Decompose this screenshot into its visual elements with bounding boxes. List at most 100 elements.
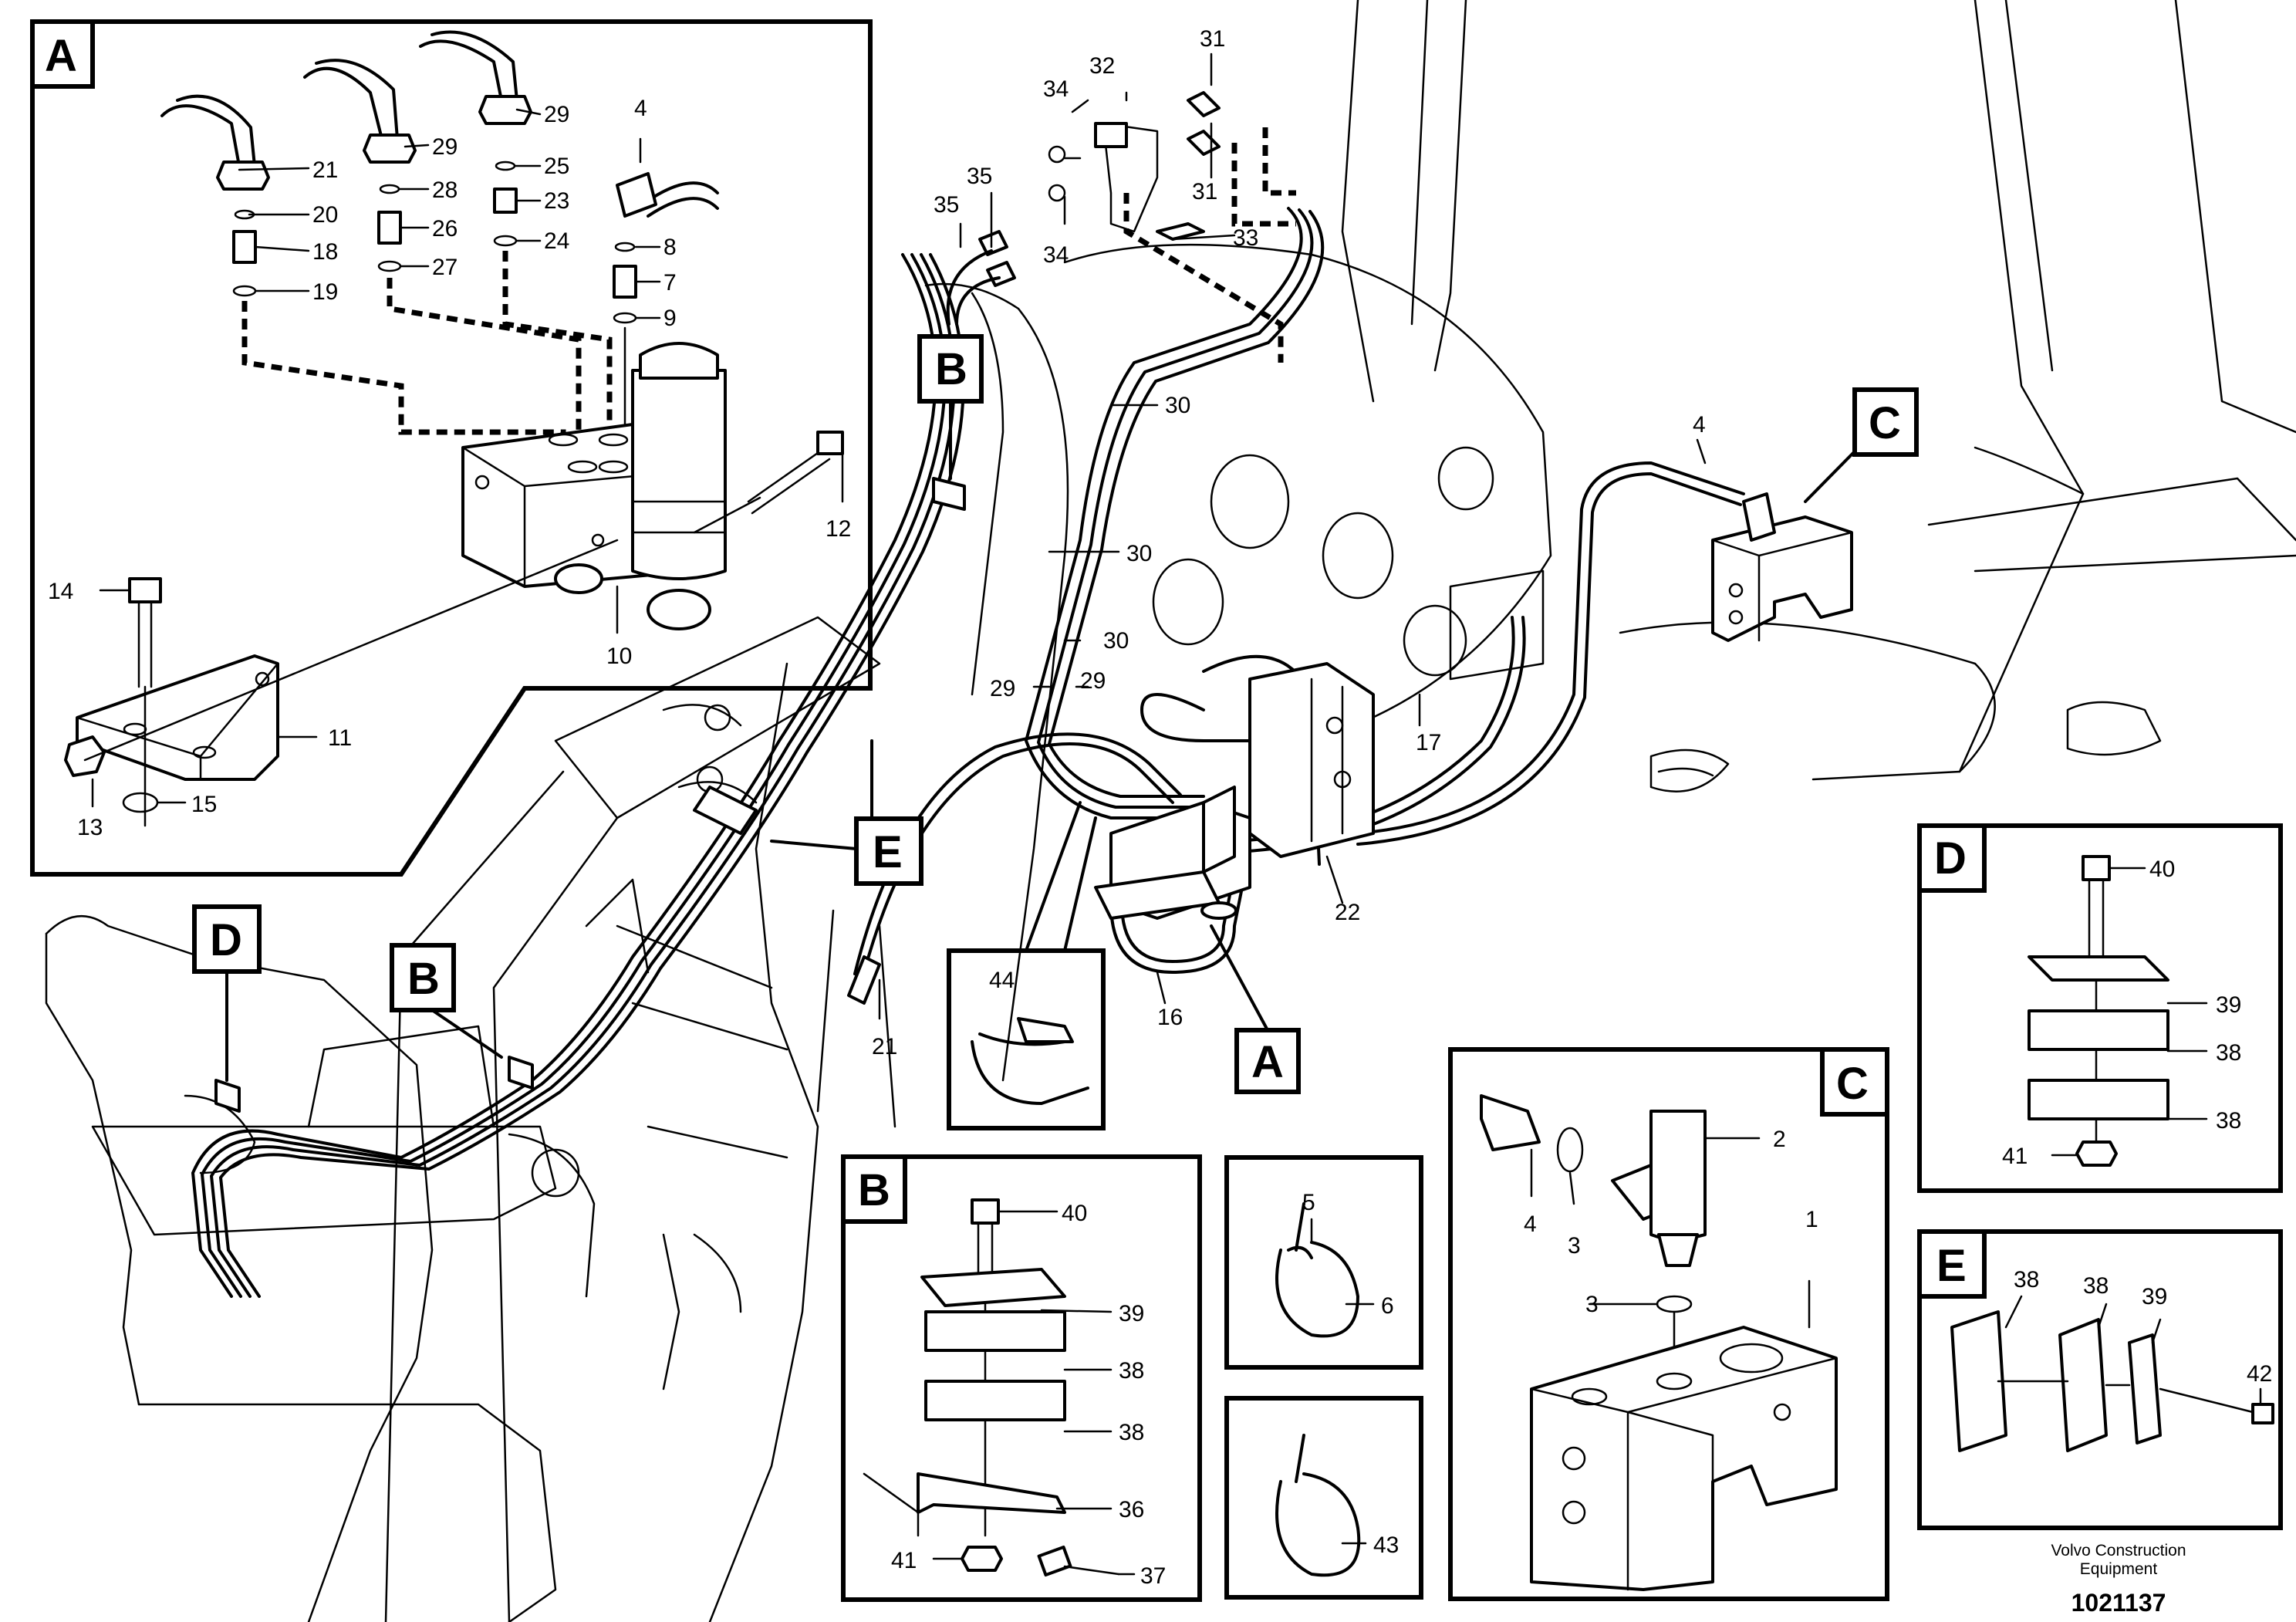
part-29-a1: 29 xyxy=(432,134,458,160)
leader-lines xyxy=(91,52,2262,1576)
part-29-a2: 29 xyxy=(544,102,569,127)
detail-e-frame xyxy=(1917,1229,2283,1530)
part-38-d1: 38 xyxy=(2216,1040,2241,1066)
part-43: 43 xyxy=(1373,1532,1399,1558)
part-29-main-left: 29 xyxy=(990,676,1015,701)
tag-b-upper: B xyxy=(935,344,967,394)
part-40-b: 40 xyxy=(1062,1201,1087,1226)
part-39-e: 39 xyxy=(2142,1284,2167,1309)
part-3-lower: 3 xyxy=(1585,1292,1599,1317)
tag-d-main: D xyxy=(210,915,242,965)
part-8: 8 xyxy=(663,235,677,260)
brand-line-1: Volvo Construction xyxy=(2051,1542,2186,1559)
callout-b-lower xyxy=(390,943,503,1059)
clip-box-44 xyxy=(947,948,1106,1130)
part-13: 13 xyxy=(77,815,103,840)
part-28: 28 xyxy=(432,177,458,203)
part-11: 11 xyxy=(328,725,352,751)
part-38-d2: 38 xyxy=(2216,1108,2241,1134)
part-14: 14 xyxy=(48,579,73,604)
view-tags: A B C D E B B D C E A xyxy=(45,31,1967,1291)
part-9: 9 xyxy=(663,306,677,331)
tag-b-detail: B xyxy=(858,1165,890,1215)
detail-b-contents xyxy=(863,1198,1120,1577)
detail-c-contents xyxy=(1480,1094,1838,1591)
part-38-e2: 38 xyxy=(2083,1273,2109,1299)
part-24: 24 xyxy=(544,228,569,254)
tag-b-lower: B xyxy=(407,954,440,1004)
callout-a xyxy=(1210,924,1301,1094)
part-21-detail: 21 xyxy=(312,157,338,183)
part-36: 36 xyxy=(1119,1497,1144,1522)
part-39-d: 39 xyxy=(2216,992,2241,1018)
tag-c-detail: C xyxy=(1836,1059,1869,1109)
part-4-detail-c: 4 xyxy=(1524,1211,1537,1237)
part-29-main-right: 29 xyxy=(1080,668,1106,694)
detail-a-frame xyxy=(30,19,873,877)
part-10: 10 xyxy=(606,644,632,669)
part-41-d: 41 xyxy=(2002,1144,2028,1169)
part-38-b1: 38 xyxy=(1119,1358,1144,1384)
part-19: 19 xyxy=(312,279,338,305)
part-18: 18 xyxy=(312,239,338,265)
part-12: 12 xyxy=(826,516,851,542)
part-22: 22 xyxy=(1335,900,1360,925)
part-40-d: 40 xyxy=(2149,857,2175,882)
part-21-main: 21 xyxy=(872,1034,897,1059)
part-16: 16 xyxy=(1157,1005,1183,1030)
part-38-b2: 38 xyxy=(1119,1420,1144,1445)
part-15: 15 xyxy=(191,792,217,817)
tag-a-main: A xyxy=(1251,1037,1284,1087)
part-33: 33 xyxy=(1233,225,1258,251)
footer: Volvo Construction Equipment 1021137 xyxy=(2051,1542,2186,1617)
part-34-mid: 34 xyxy=(1043,242,1069,268)
part-2: 2 xyxy=(1773,1127,1786,1152)
part-labels: 21 20 18 19 29 28 26 27 29 25 23 24 4 8 … xyxy=(48,26,2272,1589)
detail-d-frame xyxy=(1917,823,2283,1193)
part-30-mid: 30 xyxy=(1126,541,1152,566)
callout-44-leader xyxy=(1025,801,1097,952)
tag-e-main: E xyxy=(873,827,903,877)
part-41-b: 41 xyxy=(891,1548,917,1573)
block-c-assembled xyxy=(1711,492,1853,642)
callout-e xyxy=(770,739,923,886)
callout-d xyxy=(192,904,262,1082)
part-27: 27 xyxy=(432,255,458,280)
part-20: 20 xyxy=(312,202,338,228)
part-4-detail-a: 4 xyxy=(634,96,647,121)
callout-b-upper xyxy=(917,334,984,480)
part-30-top: 30 xyxy=(1165,393,1190,418)
hose-bundle xyxy=(191,207,1745,1298)
clamps-main xyxy=(214,477,966,1113)
drawing-number: 1021137 xyxy=(2071,1589,2166,1617)
part-30-low: 30 xyxy=(1103,628,1129,654)
part-23: 23 xyxy=(544,188,569,214)
part-35-left: 35 xyxy=(934,192,959,218)
tag-c-main: C xyxy=(1869,398,1901,448)
brand-line-2: Equipment xyxy=(2080,1560,2158,1578)
part-7: 7 xyxy=(663,270,677,296)
tag-e-detail: E xyxy=(1936,1241,1967,1291)
part-39-b: 39 xyxy=(1119,1301,1144,1326)
part-31-top: 31 xyxy=(1200,26,1225,52)
detail-b-frame xyxy=(841,1154,1202,1602)
part-3-upper: 3 xyxy=(1568,1233,1581,1259)
tie-box-lower xyxy=(1224,1396,1423,1600)
detail-d-contents xyxy=(2028,855,2169,1167)
top-fittings xyxy=(946,91,1296,363)
part-17: 17 xyxy=(1416,730,1441,755)
part-42: 42 xyxy=(2247,1361,2272,1387)
part-35-top: 35 xyxy=(967,164,992,189)
detail-e-contents xyxy=(1950,1310,2274,1452)
part-26: 26 xyxy=(432,216,458,242)
part-25: 25 xyxy=(544,154,569,179)
detail-a-contents xyxy=(64,30,844,827)
part-37: 37 xyxy=(1140,1563,1166,1589)
machine-background xyxy=(45,0,2296,1622)
part-6: 6 xyxy=(1381,1293,1394,1319)
tag-d-detail: D xyxy=(1934,833,1967,884)
callout-c xyxy=(1804,387,1919,503)
detail-c-frame xyxy=(1448,1047,1889,1601)
valve-block-main xyxy=(1094,662,1375,920)
